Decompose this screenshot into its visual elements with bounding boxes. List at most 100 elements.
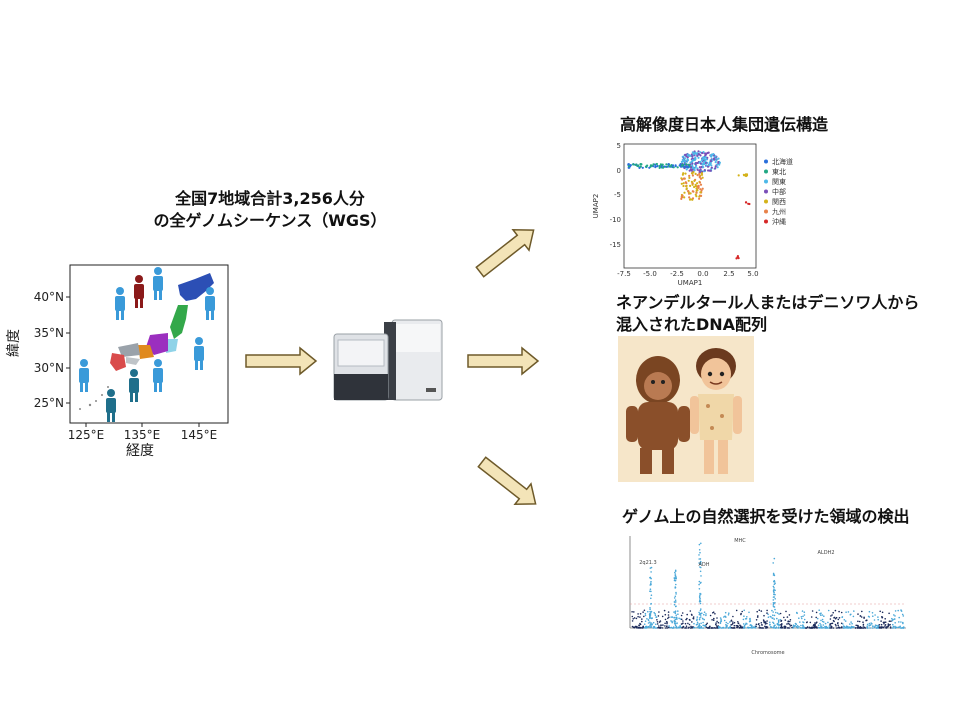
manhattan-point bbox=[892, 627, 894, 629]
manhattan-point bbox=[657, 627, 659, 629]
manhattan-point bbox=[682, 620, 684, 622]
manhattan-peak-point bbox=[674, 586, 677, 589]
manhattan-point bbox=[801, 617, 803, 620]
manhattan-point bbox=[721, 627, 724, 629]
manhattan-point bbox=[876, 627, 879, 629]
umap-point bbox=[687, 179, 690, 182]
umap-point bbox=[685, 184, 688, 187]
manhattan-point bbox=[871, 623, 873, 625]
legend-swatch bbox=[764, 189, 768, 194]
manhattan-point bbox=[755, 623, 758, 626]
manhattan-point bbox=[631, 625, 634, 628]
manhattan-peak-point bbox=[698, 543, 701, 546]
umap-x-tick: 0.0 bbox=[697, 270, 708, 278]
manhattan-point bbox=[634, 625, 637, 628]
manhattan-point bbox=[631, 620, 634, 622]
manhattan-point bbox=[661, 627, 663, 629]
manhattan-peak-point bbox=[699, 551, 701, 554]
manhattan-point bbox=[696, 626, 698, 629]
umap-y-tick: 5 bbox=[617, 142, 621, 150]
map-x-ticks: 125°E 135°E 145°E bbox=[68, 423, 217, 442]
manhattan-point bbox=[884, 618, 886, 620]
manhattan-point bbox=[702, 618, 704, 620]
manhattan-point bbox=[658, 611, 660, 613]
manhattan-point bbox=[775, 611, 777, 614]
manhattan-point bbox=[765, 625, 768, 628]
manhattan-point bbox=[736, 624, 739, 627]
manhattan-point bbox=[823, 621, 825, 623]
umap-point bbox=[682, 182, 685, 185]
manhattan-point bbox=[700, 626, 702, 629]
umap-point bbox=[680, 177, 683, 180]
manhattan-point bbox=[703, 611, 706, 613]
manhattan-point bbox=[735, 609, 738, 612]
manhattan-point bbox=[666, 622, 668, 625]
umap-point bbox=[665, 163, 668, 166]
manhattan-point bbox=[748, 620, 751, 623]
umap-point bbox=[683, 157, 686, 160]
manhattan-point bbox=[824, 622, 827, 625]
manhattan-point bbox=[760, 622, 763, 624]
manhattan-point bbox=[861, 610, 863, 613]
manhattan-point bbox=[875, 624, 878, 627]
manhattan-point bbox=[688, 623, 691, 626]
manhattan-point bbox=[720, 618, 722, 621]
umap-point bbox=[698, 195, 701, 198]
manhattan-peak-point bbox=[650, 612, 652, 614]
umap-point bbox=[705, 164, 708, 167]
manhattan-point bbox=[639, 622, 641, 625]
manhattan-peak-point bbox=[675, 614, 677, 616]
manhattan-point bbox=[872, 615, 874, 617]
manhattan-peak-point bbox=[699, 592, 701, 595]
manhattan-peak-point bbox=[699, 602, 702, 605]
peak-label-2q21: 2q21.3 bbox=[639, 560, 657, 566]
umap-point bbox=[659, 163, 662, 166]
manhattan-point bbox=[884, 625, 886, 627]
legend-label: 北海道 bbox=[772, 157, 793, 166]
legend-label: 関西 bbox=[772, 198, 786, 206]
manhattan-point bbox=[667, 617, 669, 620]
manhattan-point bbox=[748, 611, 750, 614]
manhattan-point bbox=[705, 626, 708, 628]
manhattan-point bbox=[712, 612, 714, 614]
manhattan-point bbox=[690, 625, 692, 628]
manhattan-point bbox=[637, 627, 639, 629]
manhattan-peak-point bbox=[650, 577, 652, 580]
umap-point bbox=[691, 162, 694, 165]
umap-point bbox=[671, 164, 675, 167]
manhattan-point bbox=[869, 624, 872, 626]
legend-swatch bbox=[764, 179, 768, 184]
manhattan-point bbox=[719, 626, 721, 628]
legend-swatch bbox=[764, 209, 768, 214]
manhattan-point bbox=[643, 623, 646, 625]
umap-y-ticks: 5 0 -5 -10 -15 bbox=[610, 142, 621, 249]
umap-point bbox=[705, 158, 708, 161]
manhattan-point bbox=[822, 624, 825, 626]
manhattan-point bbox=[743, 609, 745, 612]
manhattan-point bbox=[802, 615, 804, 618]
manhattan-point bbox=[751, 624, 753, 627]
manhattan-peak-point bbox=[698, 549, 701, 551]
manhattan-peak-point bbox=[650, 571, 652, 573]
manhattan-point bbox=[639, 616, 641, 618]
manhattan-point bbox=[713, 617, 715, 620]
manhattan-point bbox=[894, 615, 896, 617]
manhattan-point bbox=[728, 612, 730, 614]
manhattan-point bbox=[817, 624, 820, 627]
manhattan-point bbox=[852, 615, 855, 618]
manhattan-point bbox=[635, 617, 638, 620]
manhattan-peak-point bbox=[675, 583, 677, 586]
manhattan-peak-point bbox=[674, 610, 677, 612]
manhattan-peak-point bbox=[698, 600, 701, 603]
manhattan-peak-point bbox=[650, 602, 652, 605]
umap-point bbox=[698, 172, 701, 175]
manhattan-point bbox=[665, 627, 667, 629]
manhattan-point bbox=[664, 625, 666, 627]
manhattan-point bbox=[760, 627, 762, 629]
manhattan-point bbox=[647, 619, 650, 621]
manhattan-peak-point bbox=[674, 599, 677, 601]
manhattan-point bbox=[777, 627, 780, 629]
manhattan-peak-point bbox=[650, 594, 653, 596]
manhattan-peak-point bbox=[650, 590, 652, 593]
umap-x-tick: -7.5 bbox=[617, 270, 631, 278]
